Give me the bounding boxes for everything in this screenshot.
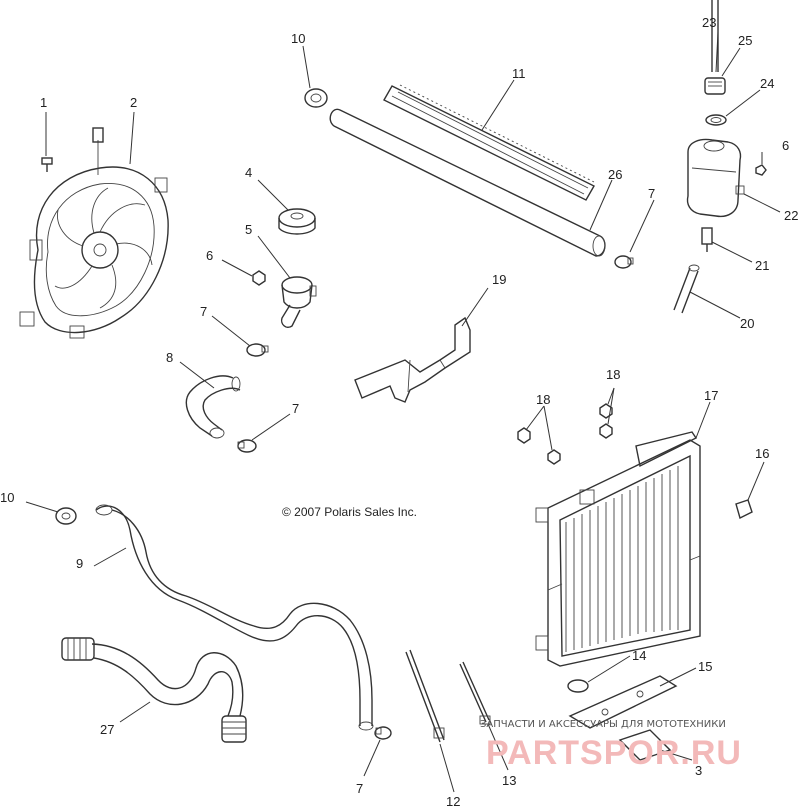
callout-18-right: 18 <box>606 367 620 382</box>
sleeve-part-11 <box>383 84 595 201</box>
callout-20: 20 <box>740 316 754 331</box>
callout-15: 15 <box>698 659 712 674</box>
callout-12: 12 <box>446 794 460 808</box>
callout-5: 5 <box>245 222 252 237</box>
callout-17: 17 <box>704 388 718 403</box>
rod-part-12 <box>405 649 445 743</box>
radiator-cap-part-4 <box>278 208 316 235</box>
callout-10-left: 10 <box>0 490 14 505</box>
screw-part-1 <box>41 157 53 172</box>
callout-18-left: 18 <box>536 392 550 407</box>
watermark: ЗАПЧАСТИ И АКСЕССУАРЫ ДЛЯ МОТОТЕХНИКИ PA… <box>480 719 742 772</box>
bolt-part-16 <box>735 499 753 520</box>
radiator-part-17 <box>535 431 701 667</box>
coolant-reservoir-part-22 <box>686 138 745 218</box>
callout-7-d: 7 <box>356 781 363 796</box>
callout-25: 25 <box>738 33 752 48</box>
clamp-part-10-top <box>304 88 328 108</box>
filler-neck-part-5 <box>280 276 317 328</box>
copyright-text: © 2007 Polaris Sales Inc. <box>282 505 417 519</box>
clamp-part-7-a <box>246 343 269 357</box>
callout-6-right: 6 <box>782 138 789 153</box>
callout-10-top: 10 <box>291 31 305 46</box>
callout-7-b: 7 <box>292 401 299 416</box>
bracket-part-3 <box>618 729 672 761</box>
callout-9: 9 <box>76 556 83 571</box>
callout-21: 21 <box>755 258 769 273</box>
callout-23: 23 <box>702 15 716 30</box>
callout-19: 19 <box>492 272 506 287</box>
clamp-part-7-c <box>614 255 634 269</box>
callout-3: 3 <box>695 763 702 778</box>
callout-7-c: 7 <box>648 186 655 201</box>
callout-labels: 1 2 3 4 5 6 6 7 7 7 7 8 9 10 10 11 12 13… <box>0 15 798 808</box>
callout-14: 14 <box>632 648 646 663</box>
callout-22: 22 <box>784 208 798 223</box>
callout-11: 11 <box>512 66 526 81</box>
hose-part-20 <box>673 264 700 314</box>
bracket-part-19 <box>354 316 471 403</box>
bracket-part-15 <box>568 675 678 729</box>
clamp-part-7-d <box>374 726 392 740</box>
clamp-part-10-left <box>55 507 77 525</box>
callout-27: 27 <box>100 722 114 737</box>
watermark-tagline: ЗАПЧАСТИ И АКСЕССУАРЫ ДЛЯ МОТОТЕХНИКИ <box>480 719 726 730</box>
hose-part-8 <box>185 375 241 439</box>
vent-tube-part-23 <box>711 0 719 72</box>
grommet-part-14 <box>567 679 589 693</box>
callout-16: 16 <box>755 446 769 461</box>
hose-part-9 <box>95 504 374 731</box>
fitting-part-21 <box>701 227 713 252</box>
clamp-part-7-b <box>237 439 257 453</box>
callout-2: 2 <box>130 95 137 110</box>
nut-part-6-left <box>252 270 266 286</box>
callout-7-a: 7 <box>200 304 207 319</box>
leader-lines <box>25 31 781 793</box>
nuts-part-18 <box>517 403 613 465</box>
callout-4: 4 <box>245 165 252 180</box>
callout-6-left: 6 <box>206 248 213 263</box>
hose-part-27 <box>61 637 247 743</box>
callout-13: 13 <box>502 773 516 788</box>
screw-part-6-right <box>755 164 767 176</box>
callout-1: 1 <box>40 95 47 110</box>
watermark-brand: PARTSPOR.RU <box>486 734 742 772</box>
callout-26: 26 <box>608 167 622 182</box>
tube-part-26 <box>329 108 606 257</box>
callout-8: 8 <box>166 350 173 365</box>
fan-assembly <box>19 127 169 339</box>
reservoir-cap-part-25 <box>704 77 726 95</box>
callout-24: 24 <box>760 76 774 91</box>
gasket-part-24 <box>705 114 727 126</box>
rod-part-13 <box>459 661 491 725</box>
